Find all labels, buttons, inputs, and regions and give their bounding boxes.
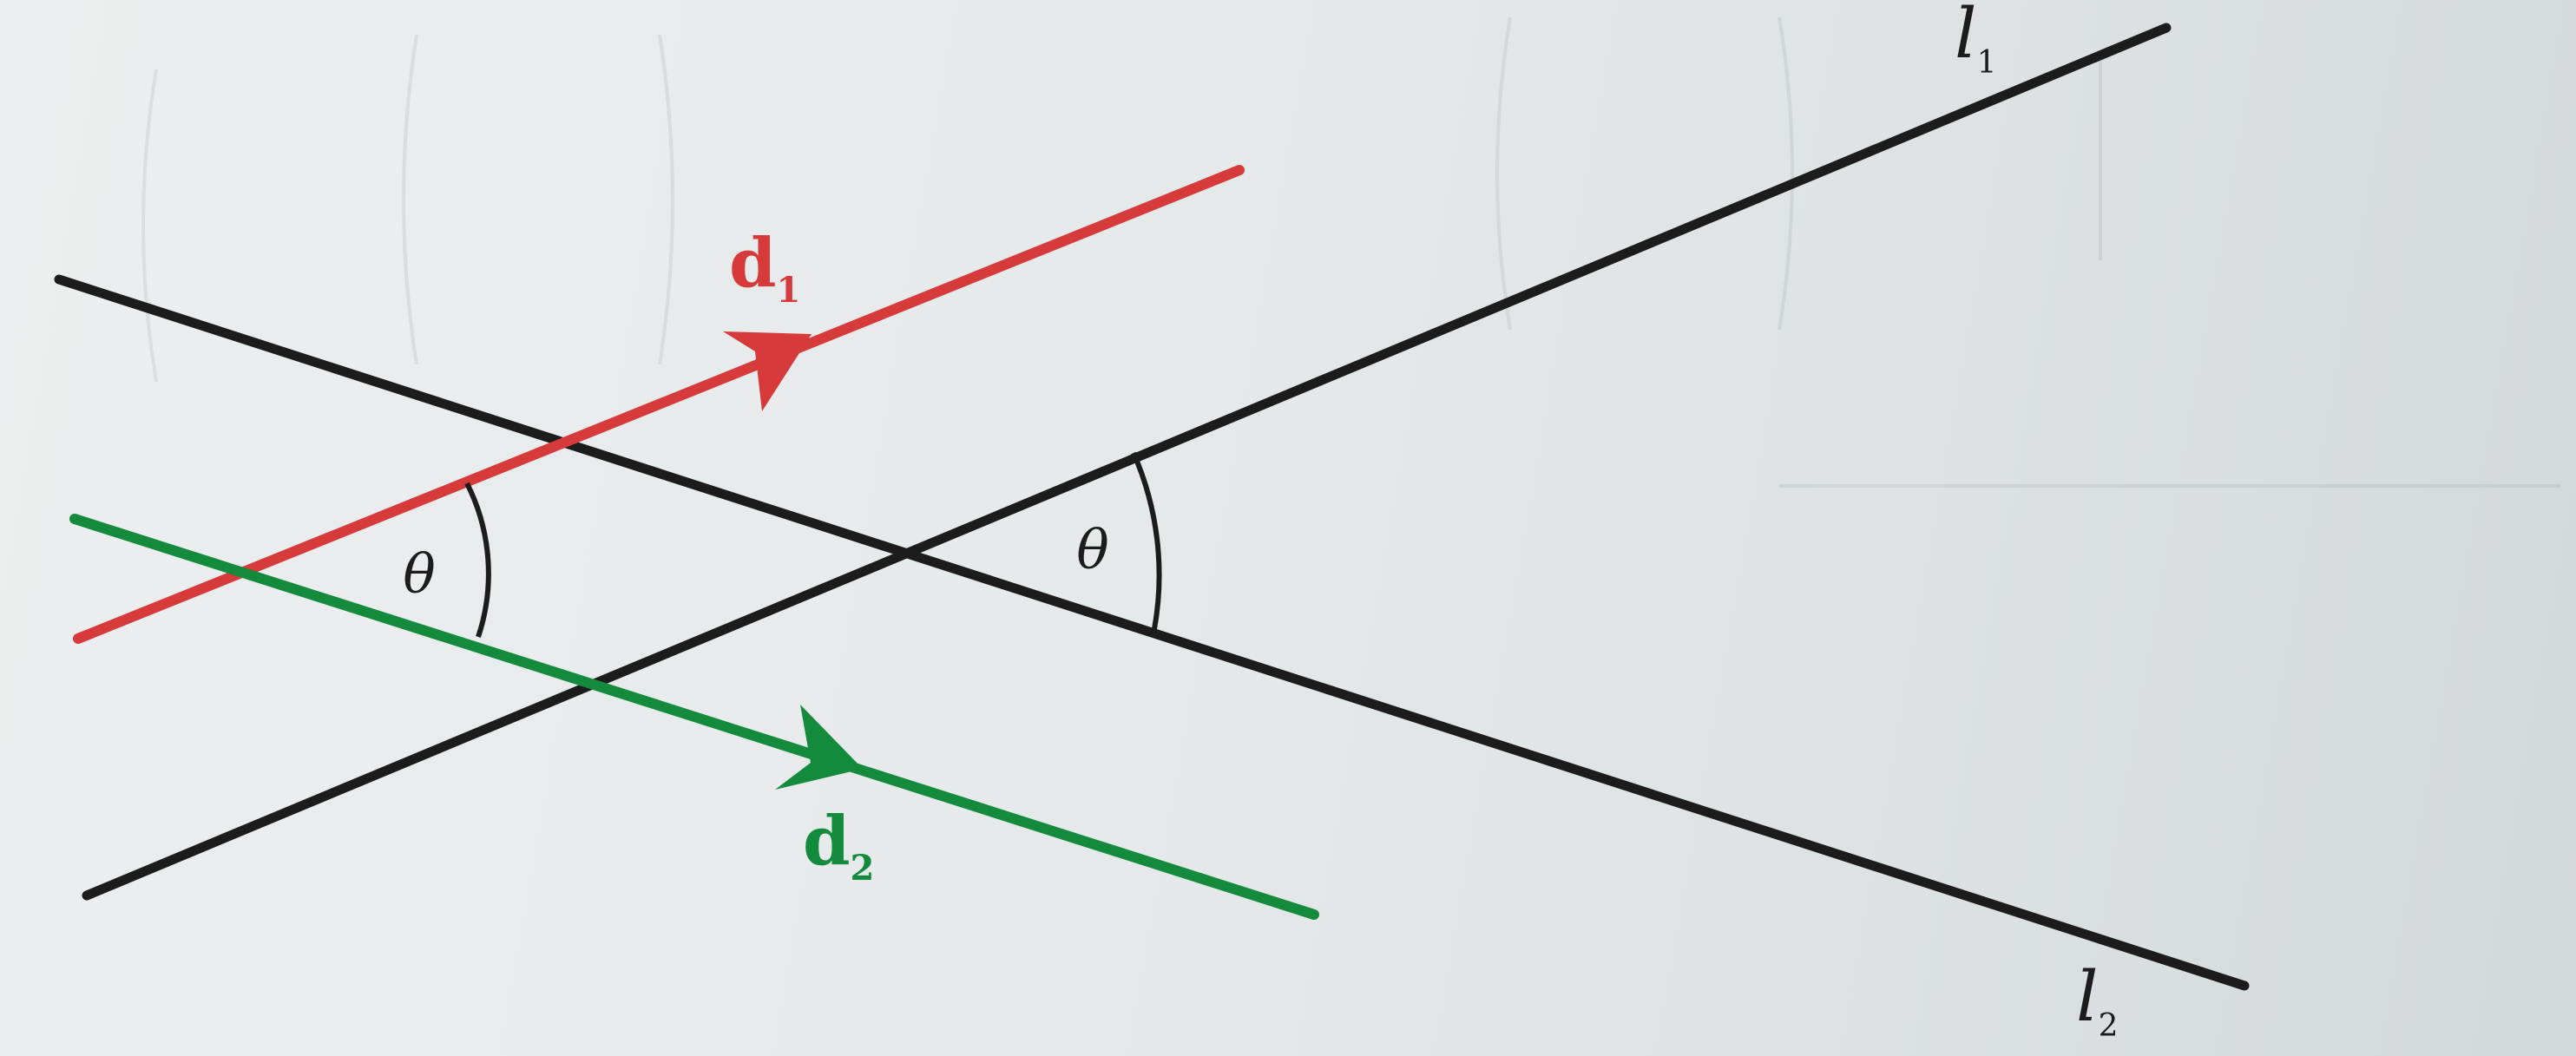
vector-label-d1: d1 (729, 224, 800, 311)
angle-arc-lines (1131, 451, 1162, 630)
angle-label-lines: θ (1076, 518, 1108, 581)
line-label-l2: l2 (2076, 956, 2119, 1044)
vector-label-d2: d2 (803, 802, 874, 889)
vector-d1 (73, 165, 1245, 644)
background-showthrough (141, 16, 2560, 488)
line-l1 (82, 23, 2172, 901)
line-label-l1: l1 (1955, 0, 1997, 81)
angle-arc-vectors (464, 482, 491, 638)
vector-d2 (69, 514, 1319, 920)
vector-d2-arrowhead (775, 705, 863, 790)
angle-label-vectors: θ (403, 542, 435, 606)
line-l2 (54, 274, 2250, 991)
vector-d1-arrowhead (723, 331, 812, 411)
